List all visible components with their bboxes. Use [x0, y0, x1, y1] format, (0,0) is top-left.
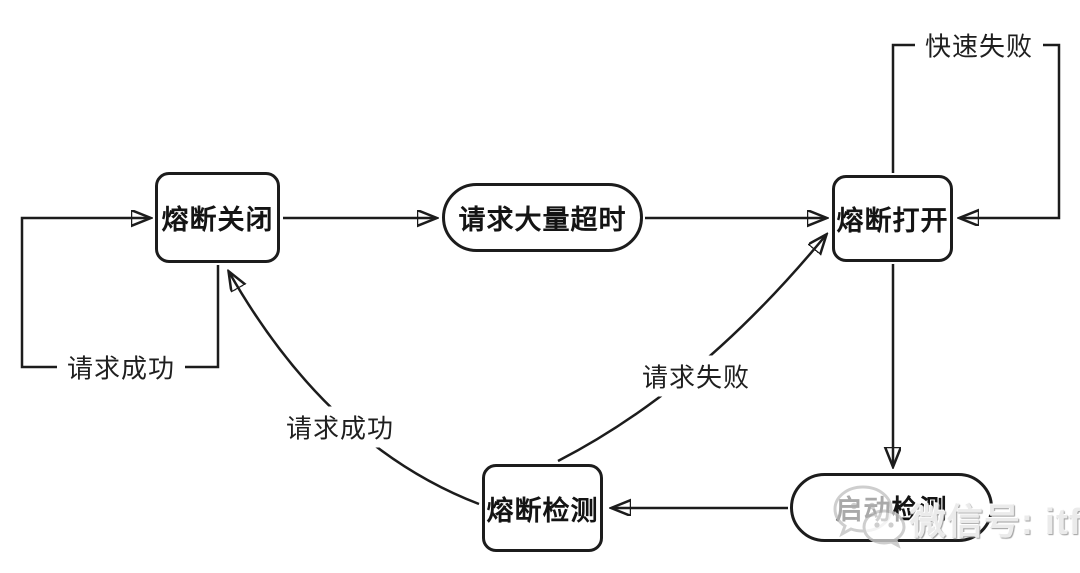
state-node-label: 熔断打开 [836, 206, 949, 236]
state-node-circuit-detect: 熔断检测 [482, 464, 603, 552]
state-node-label: 熔断检测 [486, 495, 599, 526]
state-node-label: 熔断关闭 [161, 205, 274, 235]
edge-label-request-success-curve: 请求成功 [275, 406, 405, 448]
edge-label-request-success-loop: 请求成功 [56, 346, 186, 388]
edge-detect-to-open-request-fail [557, 235, 826, 463]
edge-detect-to-closed-request-success [229, 272, 480, 506]
state-node-circuit-open: 熔断打开 [832, 175, 953, 262]
state-node-label: 启动检测 [835, 495, 948, 525]
state-node-label: 请求大量超时 [458, 205, 627, 235]
edge-label-fail-fast: 快速失败 [914, 24, 1044, 66]
state-node-mass-timeout: 请求大量超时 [442, 183, 643, 252]
edge-label-request-fail: 请求失败 [631, 355, 761, 397]
edge-open-self-loop-fail-fast [891, 43, 1061, 218]
state-node-circuit-closed: 熔断关闭 [155, 172, 280, 263]
edge-closed-self-loop-request-success [20, 218, 220, 369]
state-node-start-detect: 启动检测 [790, 473, 993, 542]
